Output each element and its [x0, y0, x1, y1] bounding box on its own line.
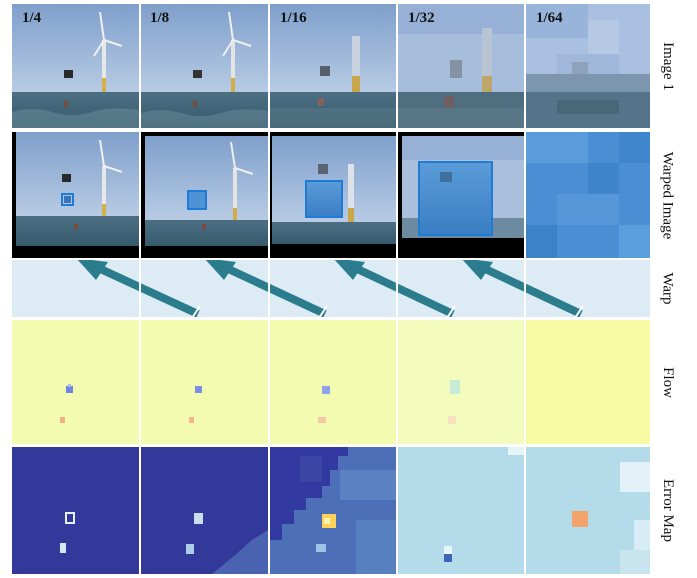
flow-panel-3: [318, 386, 330, 423]
error-panel-5: [526, 447, 650, 574]
warped-panel-5: [526, 132, 650, 258]
row-label-image1: Image 1: [652, 4, 682, 128]
warped-panel-2: [145, 136, 268, 246]
warped-panel-4: [402, 136, 524, 238]
row-label-flow-text: Flow: [659, 366, 676, 398]
flow-panel-4: [448, 380, 460, 424]
row-label-warp-text: Warp: [659, 272, 676, 305]
col-label-2: 1/8: [150, 10, 169, 26]
warp-arrow-3: [333, 258, 456, 319]
column-dividers: [139, 0, 526, 578]
row-dividers: [12, 129, 650, 447]
error-panel-1: [12, 447, 139, 574]
row-label-image1-text: Image 1: [659, 41, 676, 91]
image1-panel-3: [270, 4, 396, 128]
row-warp: [12, 258, 650, 319]
image1-panel-2: [141, 4, 268, 128]
error-panel-2: [141, 447, 268, 574]
row-image1: 1/4 1/8 1/16 1/32 1/64: [12, 4, 650, 128]
row-label-warped-image: Warped Image: [652, 132, 682, 258]
row-label-error-map-text: Error Map: [659, 479, 676, 542]
image1-panel-4: [398, 4, 524, 128]
warp-arrow-1: [76, 258, 201, 319]
error-panel-4: [398, 447, 524, 574]
warp-arrow-2: [204, 258, 328, 319]
row-flow: [12, 320, 650, 444]
flow-panel-2: [189, 386, 202, 423]
error-panel-3: [270, 447, 396, 574]
flow-panel-1: [60, 384, 73, 423]
col-label-5: 1/64: [536, 10, 563, 26]
warp-arrow-4: [461, 258, 584, 319]
row-label-warp: Warp: [652, 260, 682, 317]
col-label-3: 1/16: [280, 10, 307, 26]
row-error-map: [12, 447, 650, 574]
col-label-4: 1/32: [408, 10, 435, 26]
row-label-warped-image-text: Warped Image: [659, 151, 676, 239]
row-warped-image: [12, 132, 650, 258]
row-label-error-map: Error Map: [652, 447, 682, 574]
col-label-1: 1/4: [22, 10, 42, 26]
row-label-flow: Flow: [652, 320, 682, 444]
image1-panel-5: [526, 4, 650, 128]
image1-panel-1: [12, 4, 139, 128]
warped-panel-3: [272, 136, 396, 244]
warped-panel-1: [16, 132, 139, 246]
